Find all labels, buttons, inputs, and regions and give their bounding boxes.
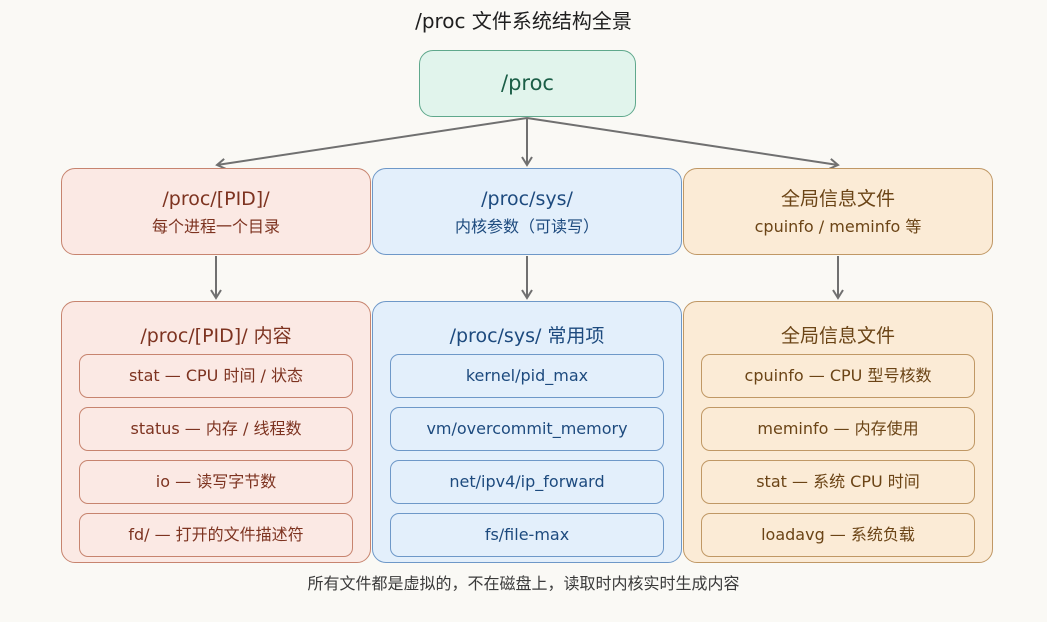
list-item: status — 内存 / 线程数 [79,407,353,451]
panel-heading: /proc/sys/ 常用项 [449,325,605,347]
footer-note: 所有文件都是虚拟的，不在磁盘上，读取时内核实时生成内容 [307,574,740,593]
diagram-title: /proc 文件系统结构全景 [415,9,632,33]
list-item: fs/file-max [390,513,664,557]
list-item: stat — CPU 时间 / 状态 [79,354,353,398]
list-item: meminfo — 内存使用 [701,407,975,451]
node-heading: /proc/sys/ [481,188,573,210]
list-item: fd/ — 打开的文件描述符 [79,513,353,557]
root-node-proc: /proc [419,50,636,117]
panel-heading: 全局信息文件 [780,325,895,347]
panel-sys-common: /proc/sys/ 常用项 kernel/pid_max vm/overcom… [372,301,682,563]
list-item: kernel/pid_max [390,354,664,398]
node-global-files: 全局信息文件 cpuinfo / meminfo 等 [683,168,993,255]
node-subtitle: 内核参数（可读写） [454,217,599,236]
list-item: io — 读写字节数 [79,460,353,504]
list-item: net/ipv4/ip_forward [390,460,664,504]
arrow-root-to-pid [215,117,528,170]
list-item: vm/overcommit_memory [390,407,664,451]
list-item: cpuinfo — CPU 型号核数 [701,354,975,398]
panel-global-files: 全局信息文件 cpuinfo — CPU 型号核数 meminfo — 内存使用… [683,301,993,563]
node-subtitle: cpuinfo / meminfo 等 [754,217,922,236]
list-item: stat — 系统 CPU 时间 [701,460,975,504]
node-pid-dir: /proc/[PID]/ 每个进程一个目录 [61,168,371,255]
panel-pid-contents: /proc/[PID]/ 内容 stat — CPU 时间 / 状态 statu… [61,301,371,563]
node-subtitle: 每个进程一个目录 [151,217,280,236]
node-heading: 全局信息文件 [780,188,895,210]
list-item: loadavg — 系统负载 [701,513,975,557]
node-heading: /proc/[PID]/ [162,188,270,210]
node-sys-dir: /proc/sys/ 内核参数（可读写） [372,168,682,255]
panel-heading: /proc/[PID]/ 内容 [140,325,292,347]
arrow-root-to-global [526,117,840,170]
